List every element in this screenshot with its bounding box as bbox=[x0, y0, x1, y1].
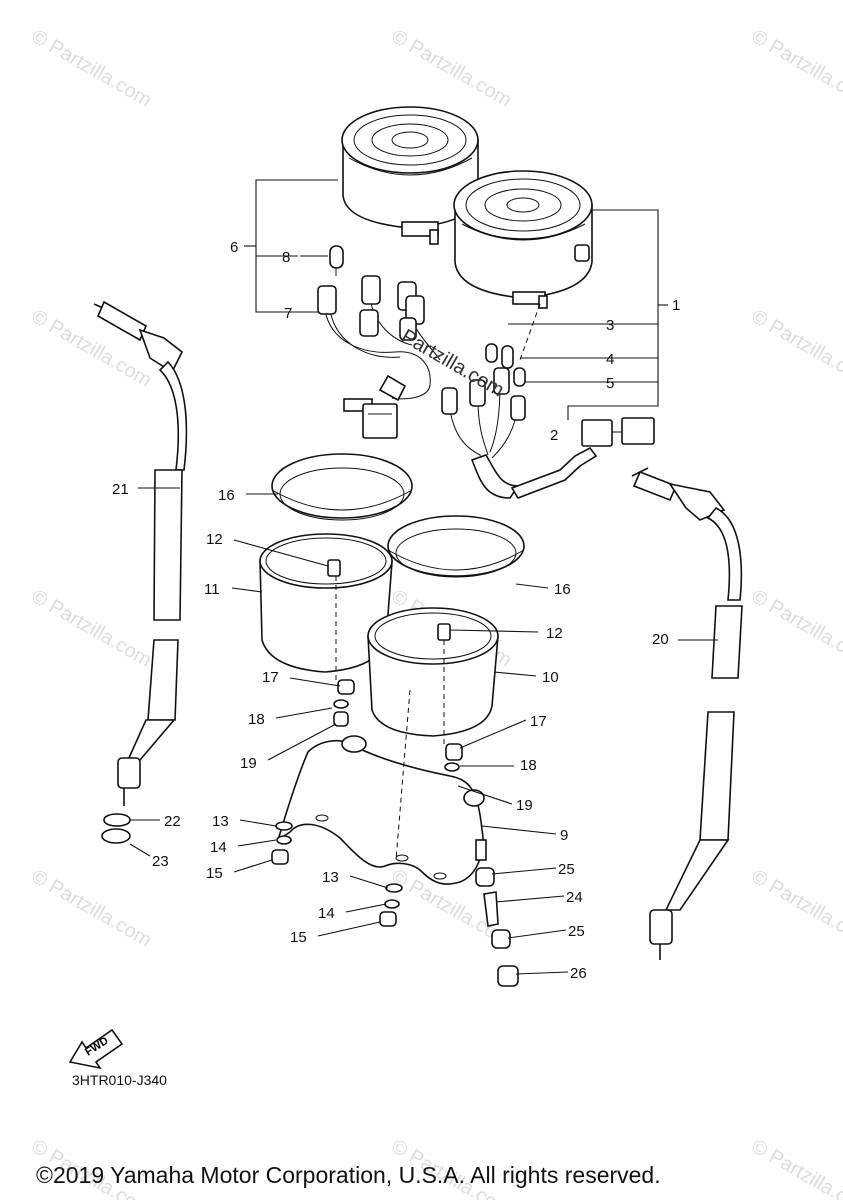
callout-20: 20 bbox=[652, 631, 669, 648]
callout-22: 22 bbox=[164, 813, 181, 830]
callout-4: 4 bbox=[606, 351, 614, 368]
alignment-lines bbox=[335, 303, 541, 861]
bulbs-parts-3-4-5 bbox=[485, 343, 526, 387]
circlip-part-22 bbox=[103, 813, 131, 827]
callout-24: 24 bbox=[566, 889, 583, 906]
callout-8: 8 bbox=[282, 249, 290, 266]
callout-19-left: 19 bbox=[240, 755, 257, 772]
meter-bracket bbox=[276, 735, 487, 885]
watermark-text: © Partzilla.com bbox=[28, 25, 156, 111]
callout-10: 10 bbox=[542, 669, 559, 686]
watermark-text: © Partzilla.com bbox=[28, 585, 156, 671]
callout-26: 26 bbox=[570, 965, 587, 982]
gasket-16-left bbox=[271, 453, 413, 521]
callout-16-right: 16 bbox=[554, 581, 571, 598]
callout-16-left: 16 bbox=[218, 487, 235, 504]
bulb-part-8 bbox=[329, 245, 344, 276]
callout-25-bottom: 25 bbox=[568, 923, 585, 940]
speedometer-assembly bbox=[341, 106, 479, 245]
callout-13-right: 13 bbox=[322, 869, 339, 886]
watermark-text: © Partzilla.com bbox=[388, 25, 516, 111]
drawing-code: 3HTR010-J340 bbox=[72, 1072, 167, 1088]
callout-14-right: 14 bbox=[318, 905, 335, 922]
gasket-16-right bbox=[387, 515, 525, 578]
callout-23: 23 bbox=[152, 853, 169, 870]
forward-direction-arrow: FWD bbox=[68, 1028, 124, 1070]
watermark-text: © Partzilla.com bbox=[748, 585, 843, 671]
meter-case-10 bbox=[367, 607, 499, 737]
watermark-text: © Partzilla.com bbox=[748, 305, 843, 391]
callout-18-left: 18 bbox=[248, 711, 265, 728]
collar-damper-nut-24-25-26 bbox=[475, 867, 519, 987]
callout-3: 3 bbox=[606, 317, 614, 334]
watermark-text: © Partzilla.com bbox=[28, 865, 156, 951]
callout-2: 2 bbox=[550, 427, 558, 444]
grommets-17-18-19-left bbox=[333, 679, 355, 727]
mount-hardware-right bbox=[379, 883, 403, 927]
callout-1: 1 bbox=[672, 297, 680, 314]
leader-lines bbox=[129, 179, 718, 975]
meter-case-11 bbox=[259, 533, 393, 673]
watermark-text: © Partzilla.com bbox=[748, 865, 843, 951]
callout-9: 9 bbox=[560, 827, 568, 844]
tachometer-cable bbox=[631, 467, 743, 960]
callout-7: 7 bbox=[284, 305, 292, 322]
callout-11: 11 bbox=[204, 581, 220, 598]
speedometer-cable bbox=[93, 300, 188, 806]
callout-15-right: 15 bbox=[290, 929, 307, 946]
mount-hardware-left bbox=[271, 821, 293, 865]
o-ring-part-23 bbox=[101, 828, 131, 844]
callout-18-right: 18 bbox=[520, 757, 537, 774]
watermark-text: © Partzilla.com bbox=[28, 305, 156, 391]
meter-lead-wire-left bbox=[317, 275, 441, 439]
watermark-text: © Partzilla.com bbox=[748, 25, 843, 111]
callout-5: 5 bbox=[606, 375, 614, 392]
callout-21: 21 bbox=[112, 481, 129, 498]
callout-25-top: 25 bbox=[558, 861, 575, 878]
watermark-text: © Partzilla.com bbox=[748, 1135, 843, 1200]
callout-17-right: 17 bbox=[530, 713, 547, 730]
copyright-notice: ©2019 Yamaha Motor Corporation, U.S.A. A… bbox=[36, 1162, 661, 1188]
callout-labels: 6 8 7 1 3 4 5 2 21 16 12 11 16 12 20 10 … bbox=[112, 239, 680, 982]
meter-lead-wire-right bbox=[441, 367, 655, 499]
callout-6: 6 bbox=[230, 239, 238, 256]
callout-14-left: 14 bbox=[210, 839, 227, 856]
callout-19-right: 19 bbox=[516, 797, 533, 814]
callout-13-left: 13 bbox=[212, 813, 229, 830]
tachometer-assembly bbox=[453, 170, 593, 309]
callout-12-right: 12 bbox=[546, 625, 563, 642]
callout-12-left: 12 bbox=[206, 531, 223, 548]
callout-15-left: 15 bbox=[206, 865, 223, 882]
callout-17-left: 17 bbox=[262, 669, 279, 686]
